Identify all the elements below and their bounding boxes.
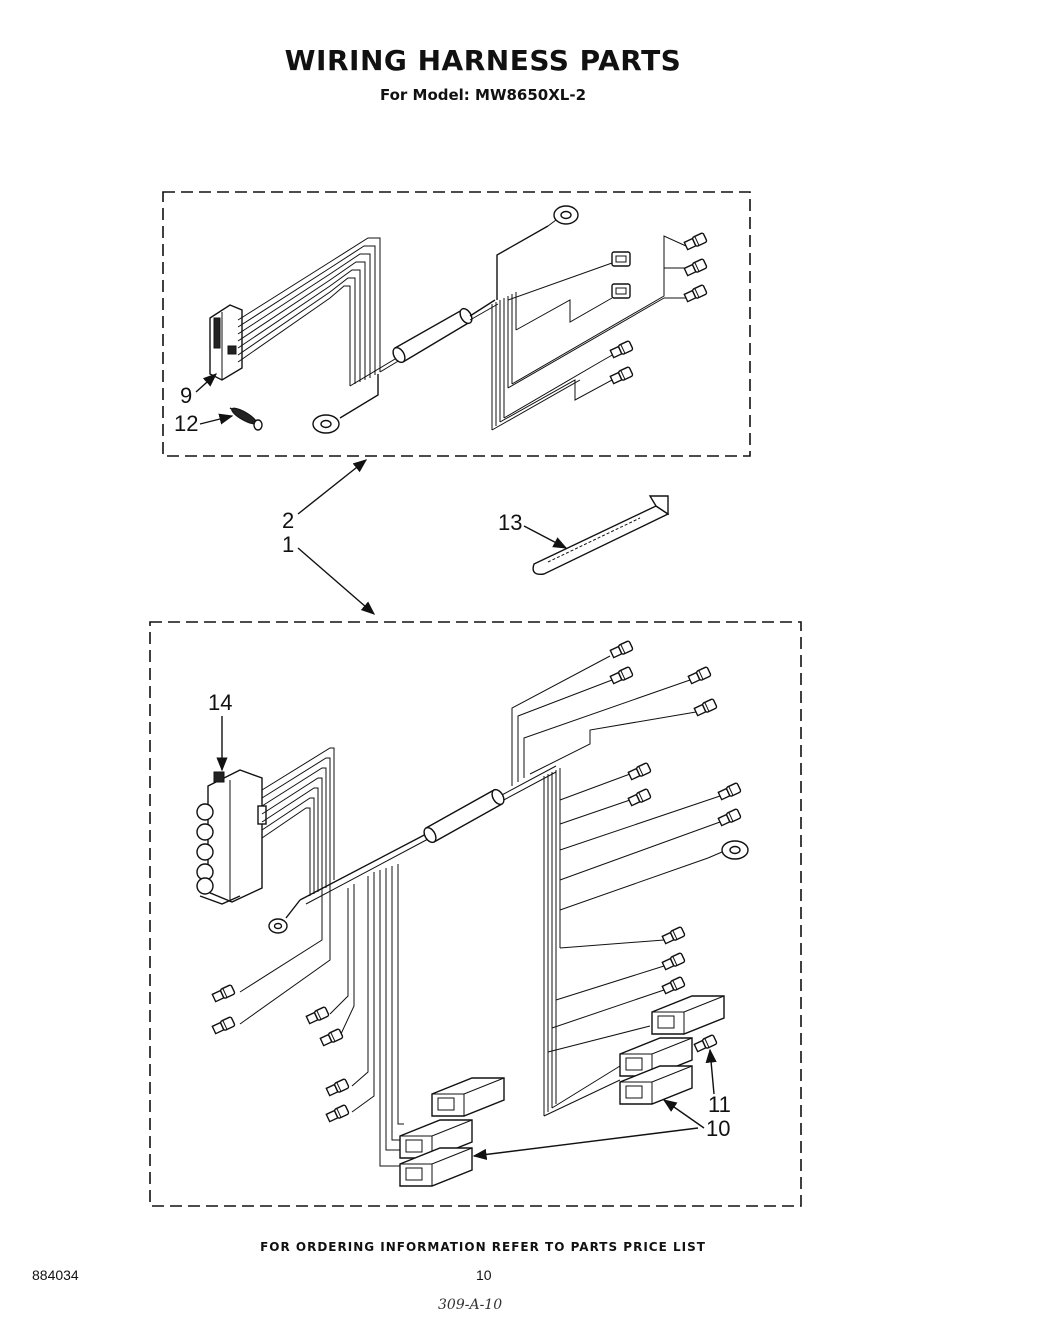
- callout-13: 13: [498, 510, 522, 535]
- callout-2: 2: [282, 508, 294, 533]
- harness-sleeve-upper: [392, 307, 473, 364]
- connector-block-9: [209, 304, 243, 381]
- handwritten-code: 309-A-10: [438, 1297, 503, 1313]
- terminal-11: [693, 1033, 718, 1054]
- page-number: 10: [476, 1267, 492, 1283]
- model-subtitle: For Model: MW8650XL-2: [379, 86, 587, 104]
- ordering-note: FOR ORDERING INFORMATION REFER TO PARTS …: [260, 1240, 706, 1254]
- page-title: WIRING HARNESS PARTS: [284, 44, 682, 77]
- lower-harness-box: [149, 621, 802, 1207]
- cable-tie-13: [532, 495, 670, 575]
- callout-11: 11: [708, 1092, 731, 1117]
- upper-harness-box: [162, 191, 751, 457]
- fuse-12: [229, 407, 263, 431]
- callout-12: 12: [174, 411, 198, 436]
- callout-14: 14: [208, 690, 232, 715]
- housing-10-right: [619, 995, 725, 1105]
- harness-sleeve-lower: [423, 788, 505, 844]
- document-id: 884034: [32, 1267, 79, 1283]
- lower-harness: 14: [196, 639, 749, 1187]
- housing-10-left: [399, 1077, 505, 1187]
- callout-9: 9: [180, 383, 192, 408]
- callout-1: 1: [282, 532, 294, 557]
- callout-10: 10: [706, 1116, 730, 1141]
- upper-harness: [209, 205, 708, 434]
- connector-block-14: [196, 769, 267, 905]
